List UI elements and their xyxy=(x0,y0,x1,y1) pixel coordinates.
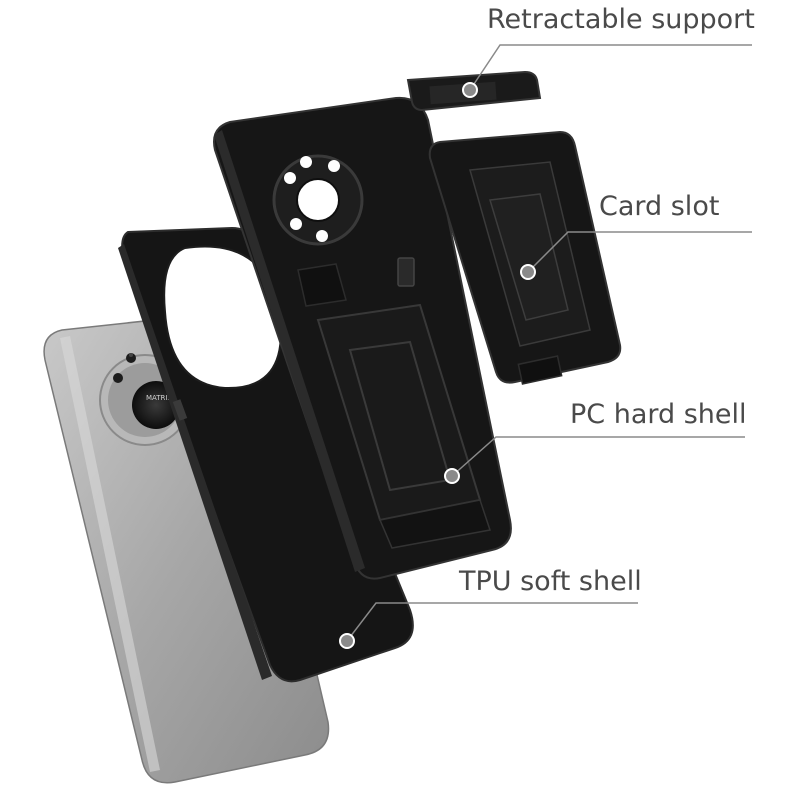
card-slot-label: Card slot xyxy=(599,191,720,222)
pc-kickstand-slot xyxy=(397,257,415,287)
callout-retractable-support xyxy=(462,44,752,98)
pc-camera-ring xyxy=(272,154,364,246)
callout-card-slot xyxy=(520,231,752,280)
retractable-support-label: Retractable support xyxy=(487,4,755,35)
pc-hard-shell xyxy=(213,96,512,580)
card-slot-panel xyxy=(428,130,622,385)
callout-tpu-soft-shell xyxy=(339,602,638,649)
callout-pc-hard-shell xyxy=(444,436,745,484)
tpu-soft-shell xyxy=(118,226,414,683)
pc-hard-shell-label: PC hard shell xyxy=(570,399,747,430)
camera-brand-text: MATRIX xyxy=(146,394,172,402)
tpu-soft-shell-label: TPU soft shell xyxy=(459,566,642,597)
